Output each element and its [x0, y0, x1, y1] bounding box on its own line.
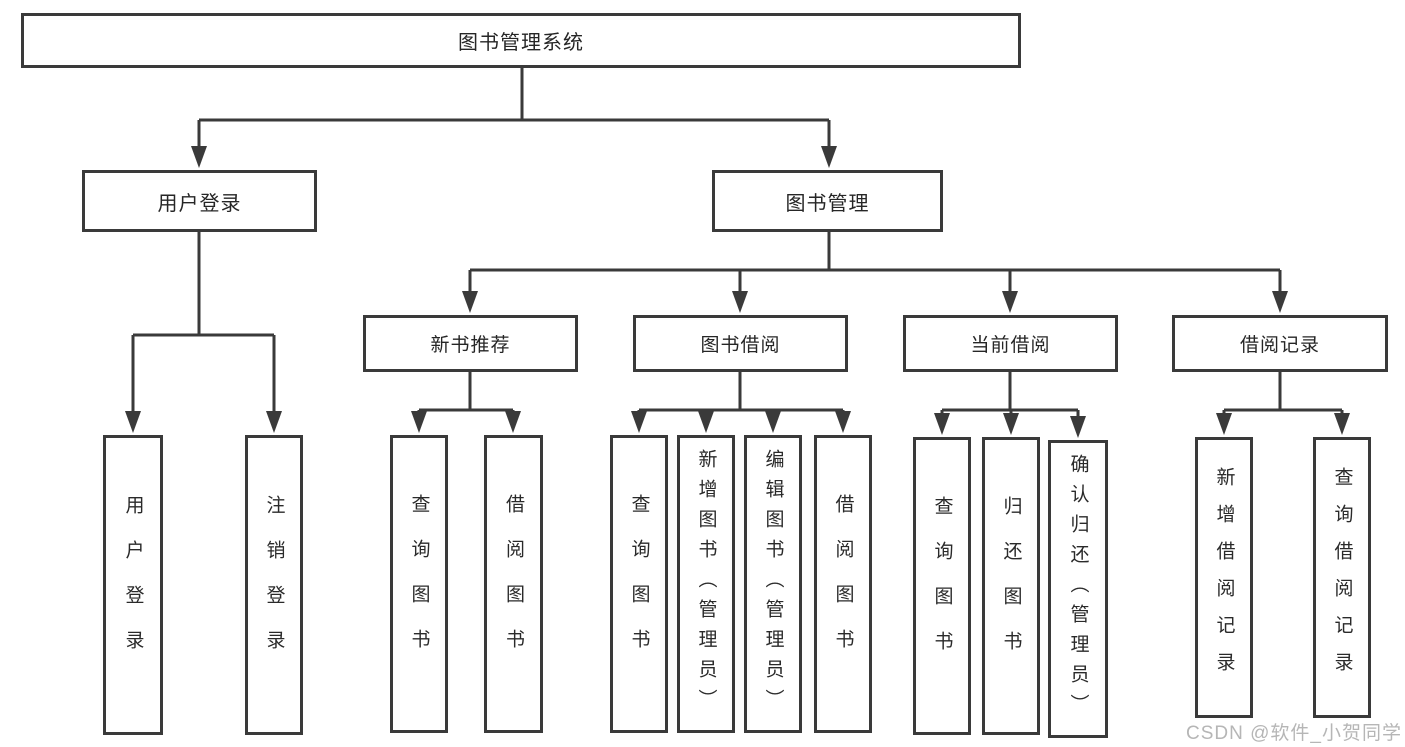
- node-book-borrow: 图书借阅: [633, 315, 848, 372]
- arrow-down-icon: [821, 146, 837, 168]
- arrow-down-icon: [505, 411, 521, 433]
- leaf-borrow-books-recommend: 借阅图书: [484, 435, 543, 733]
- node-new-book-recommend: 新书推荐: [363, 315, 578, 372]
- node-label: 图书借阅: [700, 335, 781, 356]
- leaf-query-books-current: 查询图书: [913, 437, 971, 735]
- arrow-down-icon: [266, 411, 282, 433]
- node-label: 图书管理系统: [458, 32, 584, 54]
- arrow-down-icon: [631, 411, 647, 433]
- arrow-down-icon: [125, 411, 141, 433]
- leaf-label: 新增图书（管理员）: [695, 449, 717, 719]
- node-borrow-records: 借阅记录: [1172, 315, 1388, 372]
- leaf-label: 查询图书: [931, 496, 953, 676]
- leaf-add-borrow-record: 新增借阅记录: [1195, 437, 1253, 718]
- leaf-user-login: 用户登录: [103, 435, 163, 735]
- arrow-down-icon: [1334, 413, 1350, 435]
- arrow-down-icon: [698, 411, 714, 433]
- leaf-label: 新增借阅记录: [1213, 466, 1235, 689]
- leaf-label: 借阅图书: [503, 494, 524, 674]
- arrow-down-icon: [411, 411, 427, 433]
- leaf-add-books-admin: 新增图书（管理员）: [677, 435, 735, 733]
- leaf-label: 借阅图书: [832, 494, 854, 674]
- leaf-label: 编辑图书（管理员）: [762, 449, 784, 719]
- arrow-down-icon: [1272, 291, 1288, 313]
- node-label: 借阅记录: [1239, 335, 1320, 356]
- arrow-down-icon: [462, 291, 478, 313]
- node-label: 用户登录: [157, 192, 242, 215]
- arrow-down-icon: [1002, 291, 1018, 313]
- leaf-label: 查询图书: [408, 494, 430, 674]
- arrowhead-icons: [125, 146, 1350, 438]
- leaf-label: 查询借阅记录: [1331, 466, 1353, 689]
- node-label: 新书推荐: [430, 335, 511, 356]
- arrow-down-icon: [1070, 416, 1086, 438]
- node-book-management: 图书管理: [712, 170, 943, 232]
- leaf-label: 确认归还（管理员）: [1067, 454, 1089, 724]
- leaf-confirm-return-admin: 确认归还（管理员）: [1048, 440, 1108, 738]
- arrow-down-icon: [765, 411, 781, 433]
- leaf-logout: 注销登录: [245, 435, 303, 735]
- node-current-borrow: 当前借阅: [903, 315, 1118, 372]
- leaf-label: 用户登录: [122, 495, 144, 675]
- leaf-label: 归还图书: [1000, 496, 1022, 676]
- arrow-down-icon: [1216, 413, 1232, 435]
- arrow-down-icon: [1003, 413, 1019, 435]
- leaf-query-borrow-record: 查询借阅记录: [1313, 437, 1371, 718]
- leaf-label: 查询图书: [628, 494, 650, 674]
- node-root-system: 图书管理系统: [21, 13, 1021, 68]
- leaf-borrow-books: 借阅图书: [814, 435, 872, 733]
- leaf-query-books-borrow: 查询图书: [610, 435, 668, 733]
- arrow-down-icon: [835, 411, 851, 433]
- node-label: 图书管理: [785, 192, 870, 215]
- arrow-down-icon: [934, 413, 950, 435]
- leaf-edit-books-admin: 编辑图书（管理员）: [744, 435, 802, 733]
- csdn-watermark: CSDN @软件_小贺同学: [1186, 723, 1402, 744]
- leaf-label: 注销登录: [263, 495, 285, 675]
- leaf-query-books-recommend: 查询图书: [390, 435, 448, 733]
- node-label: 当前借阅: [970, 335, 1051, 356]
- leaf-return-books: 归还图书: [982, 437, 1040, 735]
- arrow-down-icon: [191, 146, 207, 168]
- node-user-login: 用户登录: [82, 170, 317, 232]
- arrow-down-icon: [732, 291, 748, 313]
